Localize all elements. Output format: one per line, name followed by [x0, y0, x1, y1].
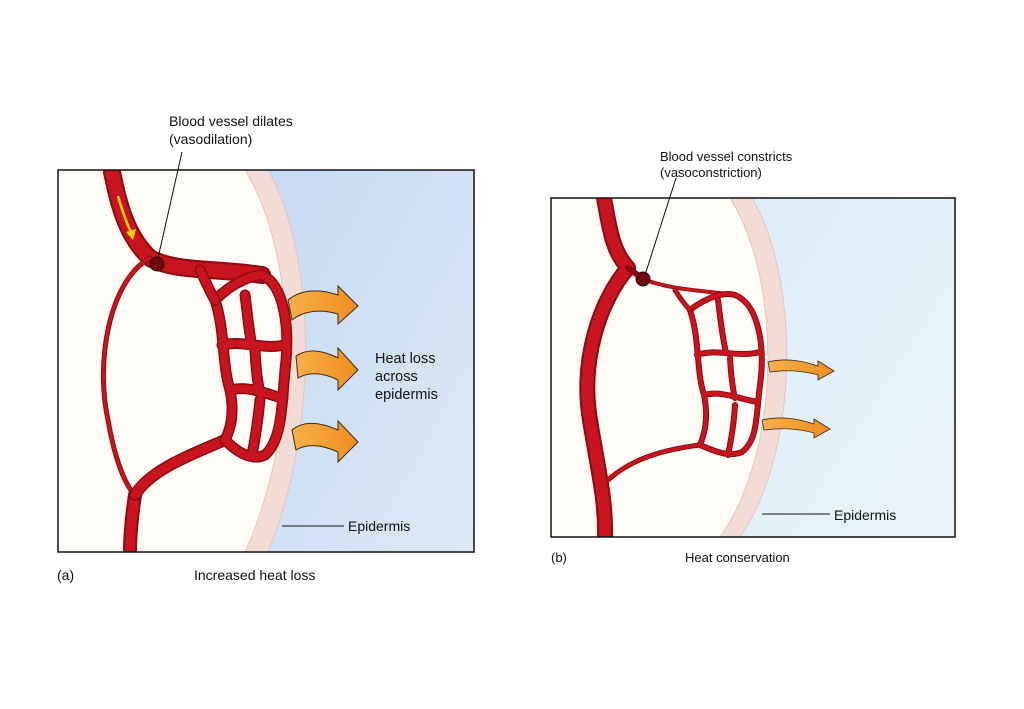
epidermis-label-a: Epidermis	[348, 518, 411, 534]
epidermis-label-b: Epidermis	[834, 507, 897, 523]
vessel-label-b-line2: (vasoconstriction)	[660, 165, 762, 180]
precapillary-sphincter	[149, 256, 165, 272]
panel-a-caption: Increased heat loss	[194, 567, 316, 583]
vessel-label-a-line2: (vasodilation)	[169, 131, 253, 147]
vessel-pointer-b	[644, 177, 677, 276]
heat-loss-arrows	[287, 284, 359, 464]
panel-b-caption: Heat conservation	[685, 550, 790, 565]
panel-b-letter: (b)	[551, 550, 567, 565]
heat-label-line1: Heat loss	[375, 351, 436, 367]
blood-flow-arrow	[116, 195, 133, 233]
outside-air-region	[268, 170, 474, 552]
panel-a-letter: (a)	[57, 567, 75, 583]
outside-air-region-b	[740, 198, 955, 537]
epidermis-layer	[244, 170, 306, 552]
panel-b-frame	[550, 197, 956, 538]
epidermis-layer-b	[719, 198, 788, 537]
panel-a	[58, 170, 474, 552]
heat-loss-arrows-b	[761, 359, 835, 439]
panel-b	[551, 198, 955, 537]
heat-label-line3: epidermis	[375, 387, 438, 403]
vessel-label-b-line1: Blood vessel constricts	[660, 149, 793, 164]
blood-vessel-network	[100, 170, 293, 552]
precapillary-sphincter-b	[635, 271, 651, 287]
vessel-label-a-line1: Blood vessel dilates	[169, 113, 293, 129]
blood-vessel-network-b	[579, 198, 765, 537]
heat-label-line2: across	[375, 369, 418, 385]
vessel-pointer-a	[157, 151, 183, 259]
panel-a-frame	[57, 169, 475, 553]
